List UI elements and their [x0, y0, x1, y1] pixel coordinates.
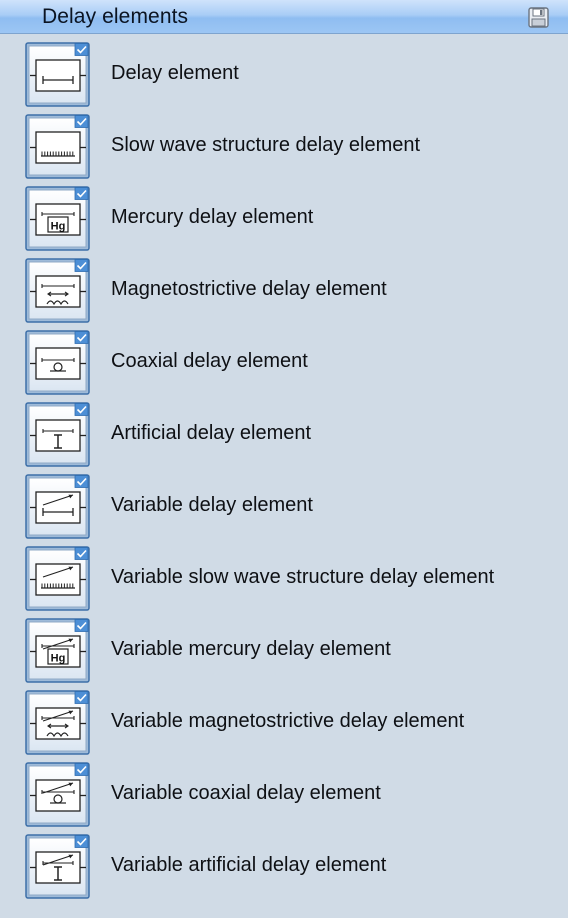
artificial-delay-icon[interactable] — [25, 402, 91, 468]
save-icon[interactable] — [528, 7, 549, 28]
list-item[interactable]: Magnetostrictive delay element — [0, 256, 568, 328]
list-item-label: Variable delay element — [111, 494, 313, 516]
list-item[interactable]: Variable coaxial delay element — [0, 760, 568, 832]
panel-title: Delay elements — [42, 5, 189, 28]
list-item-label: Variable artificial delay element — [111, 854, 387, 876]
list-item-label: Coaxial delay element — [111, 350, 308, 372]
list-item[interactable]: Delay element — [0, 40, 568, 112]
list-item-label: Variable mercury delay element — [111, 638, 391, 660]
list-item-label: Variable coaxial delay element — [111, 782, 381, 804]
variable-mercury-delay-icon[interactable]: Hg — [25, 618, 91, 684]
list-item[interactable]: Hg Mercury delay element — [0, 184, 568, 256]
variable-coaxial-delay-icon[interactable] — [25, 762, 91, 828]
mercury-delay-icon[interactable]: Hg — [25, 186, 91, 252]
variable-slow-wave-delay-icon[interactable] — [25, 546, 91, 612]
list-item[interactable]: Artificial delay element — [0, 400, 568, 472]
magnetostrictive-delay-icon[interactable] — [25, 258, 91, 324]
variable-artificial-delay-icon[interactable] — [25, 834, 91, 900]
list-item[interactable]: Slow wave structure delay element — [0, 112, 568, 184]
variable-delay-icon[interactable] — [25, 474, 91, 540]
list-item-label: Delay element — [111, 62, 239, 84]
list-item-label: Magnetostrictive delay element — [111, 278, 387, 300]
panel-header[interactable]: Delay elements — [0, 0, 568, 34]
list-item[interactable]: Variable delay element — [0, 472, 568, 544]
delay-icon[interactable] — [25, 42, 91, 108]
list-item-label: Variable magnetostrictive delay element — [111, 710, 465, 732]
list-item[interactable]: Variable artificial delay element — [0, 832, 568, 904]
svg-text:Hg: Hg — [51, 653, 66, 665]
svg-text:Hg: Hg — [51, 221, 66, 233]
coaxial-delay-icon[interactable] — [25, 330, 91, 396]
slow-wave-delay-icon[interactable] — [25, 114, 91, 180]
list-item-label: Variable slow wave structure delay eleme… — [111, 566, 495, 588]
variable-magnetostrictive-delay-icon[interactable] — [25, 690, 91, 756]
list-item[interactable]: Variable magnetostrictive delay element — [0, 688, 568, 760]
list-item[interactable]: Variable slow wave structure delay eleme… — [0, 544, 568, 616]
list-item[interactable]: Coaxial delay element — [0, 328, 568, 400]
list-item-label: Mercury delay element — [111, 206, 314, 228]
list-item-label: Artificial delay element — [111, 422, 312, 444]
list-item-label: Slow wave structure delay element — [111, 134, 421, 156]
list-item[interactable]: Hg Variable mercury delay element — [0, 616, 568, 688]
